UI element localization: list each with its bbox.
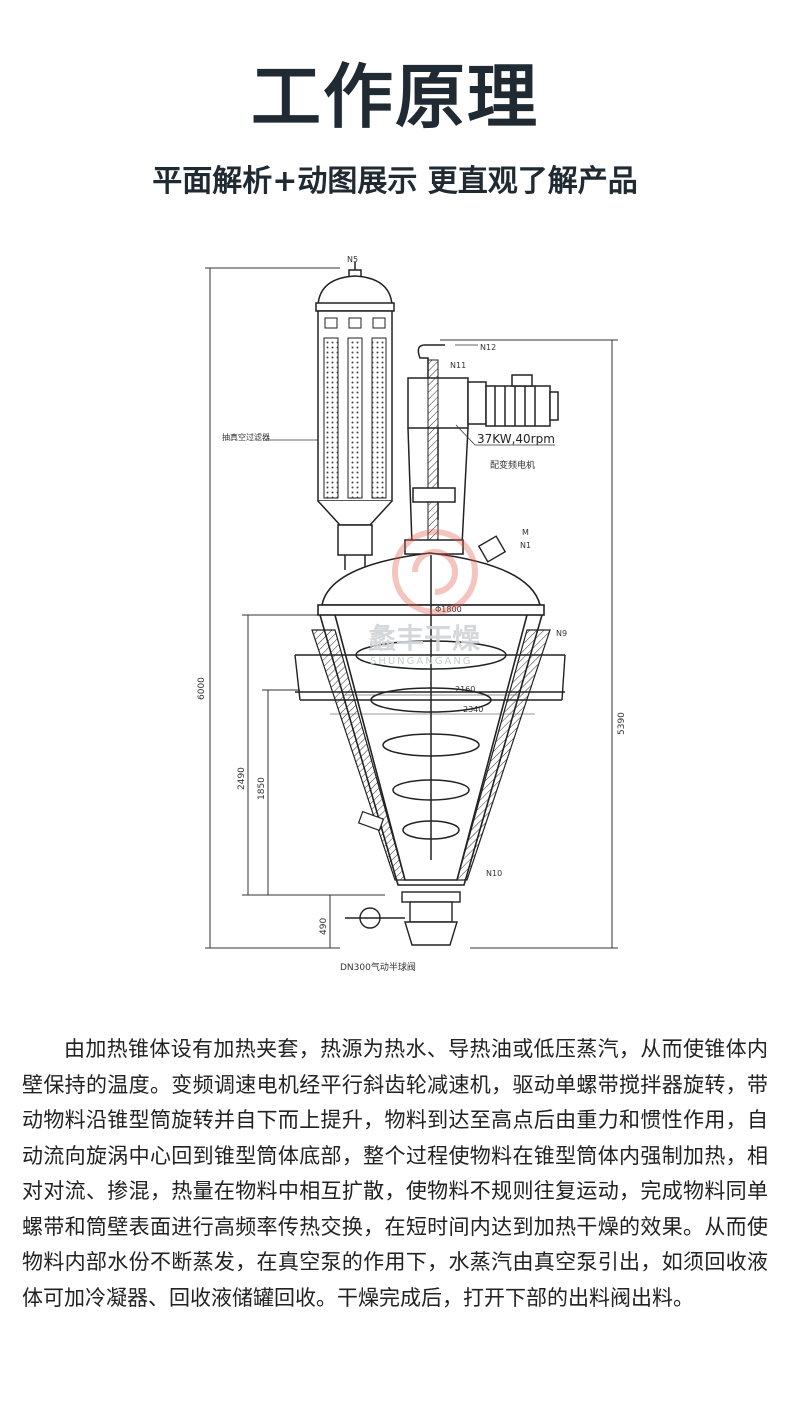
filter-element bbox=[371, 337, 387, 499]
watermark-logo bbox=[392, 529, 478, 615]
label-490: 490 bbox=[319, 918, 329, 935]
agitator-shaft bbox=[427, 359, 439, 551]
discharge-valve bbox=[345, 891, 461, 946]
label-filter: 抽真空过滤器 bbox=[222, 432, 270, 442]
label-n11: N11 bbox=[450, 361, 466, 370]
label-motor-note: 配变频电机 bbox=[490, 459, 535, 471]
description-text: 由加热锥体设有加热夹套，热源为热水、导热油或低压蒸汽，从而使锥体内壁保持的温度。… bbox=[22, 1037, 768, 1310]
label-n9: N9 bbox=[556, 629, 567, 638]
label-n12: N12 bbox=[480, 343, 496, 352]
dimension-6000 bbox=[205, 267, 340, 949]
label-2490: 2490 bbox=[237, 767, 247, 790]
label-valve: DN300气动半球阀 bbox=[340, 961, 416, 973]
page-title: 工作原理 bbox=[251, 56, 539, 138]
filter-element bbox=[347, 337, 363, 499]
label-motor: 37KW,40rpm bbox=[477, 432, 555, 446]
label-5390: 5390 bbox=[617, 712, 627, 735]
drive-assembly bbox=[407, 344, 559, 546]
page-subtitle: 平面解析+动图展示 更直观了解产品 bbox=[152, 164, 638, 199]
cone-vessel bbox=[319, 614, 543, 886]
dryer-schematic: 6000 5390 2490 1850 490 N5 抽真空过滤器 bbox=[197, 255, 627, 973]
dimension-5390 bbox=[440, 339, 618, 949]
label-6000: 6000 bbox=[197, 677, 207, 700]
nozzle-n1 bbox=[477, 535, 507, 563]
label-phi1800: Φ1800 bbox=[435, 605, 462, 614]
filter-element bbox=[323, 337, 339, 499]
dimension-inner bbox=[242, 614, 385, 948]
label-1850: 1850 bbox=[257, 777, 267, 800]
label-m: M bbox=[522, 528, 529, 537]
watermark-brand: 蠡丰干燥 bbox=[368, 622, 481, 655]
label-n5: N5 bbox=[347, 255, 358, 264]
label-n1: N1 bbox=[520, 541, 531, 550]
label-n10: N10 bbox=[486, 869, 502, 878]
label-2340: 2340 bbox=[463, 705, 483, 714]
watermark-brand-en: SHUNGANGANG bbox=[370, 656, 473, 667]
spiral-ribbon-agitator bbox=[355, 555, 507, 860]
